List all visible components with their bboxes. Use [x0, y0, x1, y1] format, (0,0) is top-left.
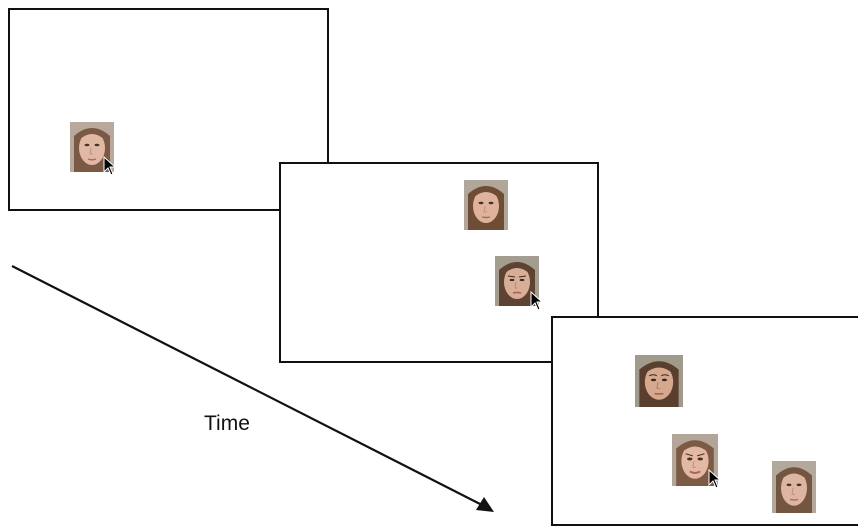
trial-screen-1 [8, 8, 329, 211]
mouse-pointer-icon [530, 291, 544, 311]
face-stimulus-image [772, 461, 816, 513]
face-stimulus-image [70, 122, 114, 172]
mouse-pointer-icon [708, 469, 722, 489]
time-label: Time [204, 412, 250, 435]
arrow-head-icon [476, 497, 494, 512]
face-stimulus-image [495, 256, 539, 306]
face-stimulus-image [464, 180, 508, 230]
face-stimulus-image [635, 355, 683, 407]
trial-screen-3 [551, 316, 858, 526]
mouse-pointer-icon [103, 156, 117, 176]
